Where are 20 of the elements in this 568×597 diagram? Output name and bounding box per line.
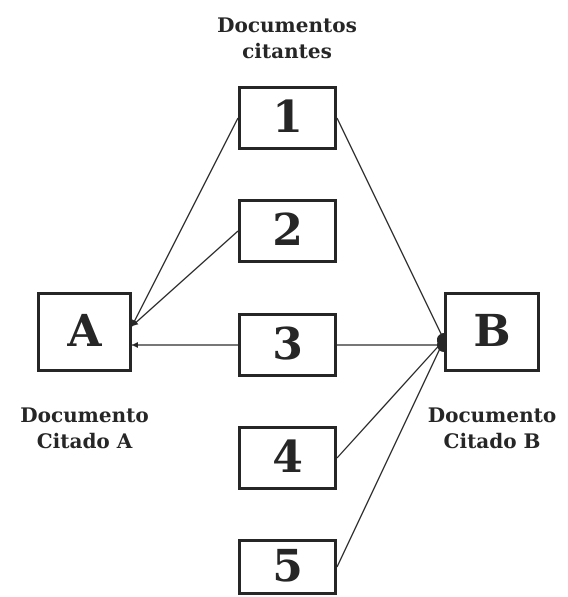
arrow <box>132 342 238 348</box>
box-label: 4 <box>272 436 303 480</box>
document-box <box>444 292 540 372</box>
box-label: 1 <box>272 96 303 140</box>
group-heading: Documentos citantes <box>216 12 358 64</box>
arrow <box>131 118 239 326</box>
document-box <box>238 199 337 263</box>
box-label: 3 <box>272 323 303 367</box>
box-label: 5 <box>272 545 303 589</box>
box-label: 2 <box>272 209 303 253</box>
document-box <box>238 539 337 595</box>
box-label: A <box>67 310 102 354</box>
node-caption: Documento Citado B <box>426 402 558 454</box>
node-caption: Documento Citado A <box>19 402 150 454</box>
arrow <box>132 230 238 326</box>
box-label: B <box>473 310 511 354</box>
document-box <box>238 313 337 377</box>
document-box <box>238 426 337 490</box>
document-box <box>238 86 337 150</box>
document-box <box>37 292 132 372</box>
